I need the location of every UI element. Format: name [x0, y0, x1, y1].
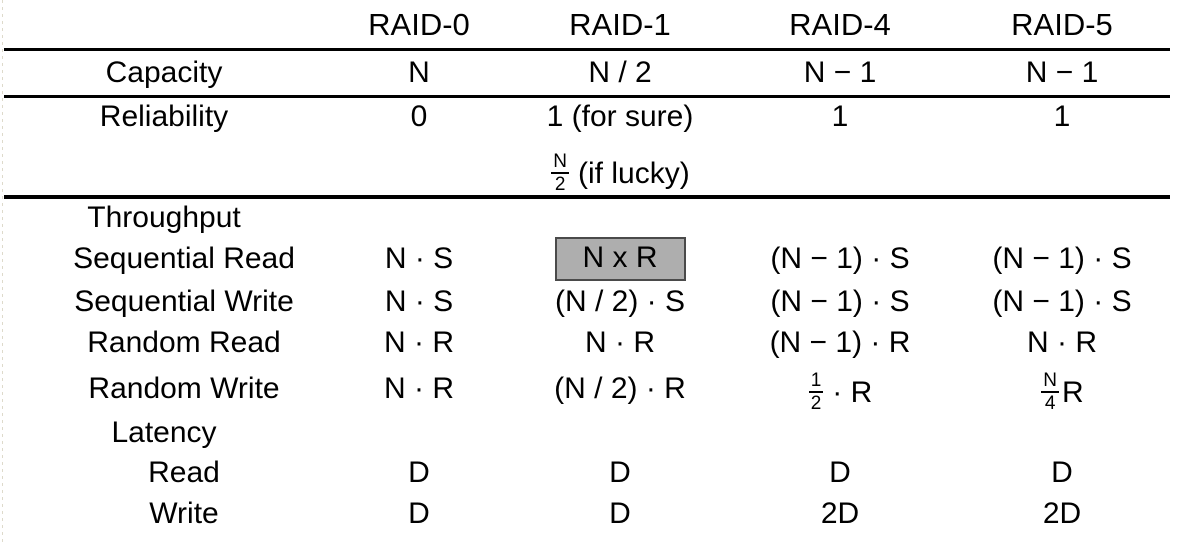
latency-write-raid-5: 2D: [1042, 496, 1082, 530]
random-write-raid-4-expression: 1 2 · R: [808, 370, 873, 414]
raid-comparison-table: RAID-0 RAID-1 RAID-4 RAID-5 Capacity N N…: [4, 0, 1170, 544]
sequential-write-raid-5: (N − 1) · S: [992, 284, 1132, 318]
fraction-n-over-4: N 4: [1041, 370, 1060, 414]
row-label-sequential-write: Sequential Write: [74, 284, 294, 318]
rule-line: [4, 47, 1170, 51]
reliability-raid-1-lucky-expression: N 2 (if lucky): [550, 151, 690, 195]
capacity-raid-4: N − 1: [803, 56, 877, 89]
table-row-latency-write: Write D D 2D 2D: [4, 493, 1170, 534]
sequential-write-raid-0: N · S: [384, 284, 454, 318]
section-label-latency: Latency: [111, 416, 217, 449]
section-spacer: [726, 197, 954, 237]
section-spacer: [324, 414, 514, 452]
reliability-raid-0: 0: [410, 100, 428, 133]
latency-read-raid-5: D: [1051, 455, 1073, 489]
latency-write-raid-4: 2D: [820, 496, 860, 530]
random-write-raid-1: (N / 2) · R: [554, 371, 686, 405]
column-header-raid-5: RAID-5: [1011, 6, 1113, 42]
column-header-raid-0: RAID-0: [368, 6, 470, 42]
row-label-random-write: Random Write: [88, 371, 280, 405]
latency-read-raid-0: D: [408, 455, 430, 489]
spacer: [4, 534, 1170, 544]
section-spacer: [954, 197, 1170, 237]
table-row-random-read: Random Read N · R N · R (N − 1) · R N · …: [4, 322, 1170, 363]
latency-read-raid-1: D: [609, 455, 631, 489]
column-header-raid-4: RAID-4: [789, 6, 891, 42]
table-row-random-write: Random Write N · R (N / 2) · R 1 2 · R: [4, 363, 1170, 414]
random-write-raid-4-suffix: · R: [832, 376, 873, 409]
page-edge-artifact: [2, 0, 3, 546]
table-row-capacity: Capacity N N / 2 N − 1 N − 1: [4, 50, 1170, 96]
row-label-random-read: Random Read: [87, 325, 281, 359]
section-spacer: [324, 197, 514, 237]
table-row-sequential-read: Sequential Read N · S N x R (N − 1) · S …: [4, 237, 1170, 281]
random-read-raid-1: N · R: [585, 325, 655, 359]
random-write-raid-5-suffix: R: [1062, 376, 1084, 409]
table-header-row: RAID-0 RAID-1 RAID-4 RAID-5: [4, 0, 1170, 48]
random-read-raid-0: N · R: [384, 325, 454, 359]
reliability-raid-5: 1: [1053, 100, 1071, 133]
rule-line: [4, 94, 1170, 98]
random-write-raid-5: N 4 R: [954, 363, 1170, 414]
sequential-read-raid-4: (N − 1) · S: [770, 242, 910, 275]
sequential-read-raid-1: N x R: [514, 237, 726, 281]
fraction-numerator: N: [551, 151, 570, 174]
random-write-raid-4: 1 2 · R: [726, 363, 954, 414]
fraction-one-over-2: 1 2: [808, 370, 824, 414]
reliability-raid-4-continued: [726, 144, 954, 195]
fraction-numerator: N: [1041, 370, 1060, 393]
fraction-denominator: 4: [1044, 393, 1056, 414]
rule-below-header: [4, 47, 1170, 51]
row-label-latency-write: Write: [149, 496, 219, 530]
reliability-raid-1-continued: N 2 (if lucky): [514, 144, 726, 195]
sequential-read-raid-0: N · S: [384, 242, 454, 275]
table-row-latency-read: Read D D D D: [4, 452, 1170, 493]
capacity-raid-0: N: [408, 56, 430, 89]
rule-below-capacity: [4, 94, 1170, 98]
row-label-reliability: Reliability: [99, 100, 229, 133]
random-write-raid-5-expression: N 4 R: [1040, 370, 1084, 414]
section-spacer: [514, 414, 726, 452]
random-write-raid-0: N · R: [384, 371, 454, 405]
latency-write-raid-0: D: [408, 496, 430, 530]
section-spacer: [514, 197, 726, 237]
highlighted-value-cell: N x R: [554, 237, 686, 281]
capacity-raid-5: N − 1: [1025, 56, 1099, 89]
random-read-raid-4: (N − 1) · R: [769, 325, 911, 359]
sequential-read-raid-5: (N − 1) · S: [992, 242, 1132, 275]
fraction-n-over-2: N 2: [551, 151, 570, 195]
sequential-write-raid-1: (N / 2) · S: [554, 284, 685, 318]
reliability-raid-5-continued: [954, 144, 1170, 195]
fraction-denominator: 2: [554, 174, 566, 195]
reliability-raid-1-lucky-suffix: (if lucky): [578, 157, 690, 190]
latency-read-raid-4: D: [829, 455, 851, 489]
fraction-numerator: 1: [808, 370, 824, 393]
fraction-denominator: 2: [810, 393, 822, 414]
reliability-raid-1: 1 (for sure): [546, 100, 694, 133]
reliability-raid-4: 1: [831, 100, 849, 133]
section-spacer: [726, 414, 954, 452]
header-corner-cell: [4, 0, 324, 48]
row-label-sequential-read: Sequential Read: [73, 242, 295, 275]
row-label-latency-read: Read: [148, 455, 220, 489]
latency-write-raid-1: D: [609, 496, 631, 530]
table-row-sequential-write: Sequential Write N · S (N / 2) · S (N − …: [4, 281, 1170, 322]
sequential-write-raid-4: (N − 1) · S: [770, 284, 910, 318]
row-label-reliability-continued: [4, 144, 324, 195]
table-row-reliability: Reliability 0 1 (for sure) 1 1: [4, 97, 1170, 145]
random-read-raid-5: N · R: [1027, 325, 1097, 359]
section-header-throughput: Throughput: [4, 197, 1170, 237]
section-header-latency: Latency: [4, 414, 1170, 452]
reliability-raid-0-continued: [324, 144, 514, 195]
section-label-throughput: Throughput: [87, 201, 241, 234]
bottom-spacer-row: [4, 534, 1170, 544]
row-label-capacity: Capacity: [105, 56, 223, 89]
section-spacer: [954, 414, 1170, 452]
capacity-raid-1: N / 2: [588, 56, 652, 89]
column-header-raid-1: RAID-1: [569, 6, 671, 42]
table-row-reliability-continued: N 2 (if lucky): [4, 144, 1170, 195]
